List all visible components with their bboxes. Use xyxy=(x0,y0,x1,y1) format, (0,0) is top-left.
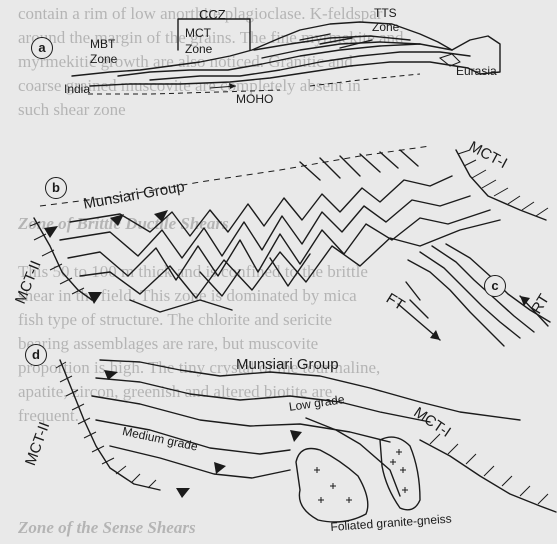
panel-d-group-label: Munsiari Group xyxy=(236,356,339,373)
c-fault-2 xyxy=(420,252,520,338)
d-mct1-hatching xyxy=(430,434,548,504)
d-band-6 xyxy=(306,418,400,496)
gneiss-body-1 xyxy=(296,449,368,523)
india-plate-top xyxy=(90,62,468,86)
india-label: India xyxy=(64,82,90,96)
d-band-2 xyxy=(96,378,430,422)
thrust-sheet-2 xyxy=(150,52,470,80)
panel-c-shear-sense xyxy=(398,244,550,346)
moho-line-2 xyxy=(310,74,420,86)
mct2-wall xyxy=(34,218,92,300)
gneiss-body-2 xyxy=(380,437,420,510)
mct2-hatching xyxy=(30,222,84,294)
mct-label: MCT xyxy=(185,26,211,40)
c-fault-3 xyxy=(432,246,534,332)
c-fault-1 xyxy=(408,260,504,346)
india-plate-arrowhead xyxy=(229,83,236,89)
tts-zone-label: Zone xyxy=(372,20,399,34)
panel-d-grade-section xyxy=(56,360,556,522)
panel-d-marker: d xyxy=(25,344,47,366)
mbt-label: MBT xyxy=(90,37,115,51)
d-band-5 xyxy=(110,446,290,478)
mct-zone-label: Zone xyxy=(185,42,212,56)
thrust-sheet-1 xyxy=(118,44,452,76)
panel-a-marker: a xyxy=(31,37,53,59)
ccz-label: CCZ xyxy=(199,7,226,22)
panel-c-marker: c xyxy=(484,275,506,297)
mbt-zone-label: Zone xyxy=(90,52,117,66)
upper-shear-lenses xyxy=(300,150,418,180)
fold-train-4 xyxy=(80,220,500,298)
panel-b-mct-zone xyxy=(30,146,548,312)
d-mct1-wall xyxy=(420,440,556,512)
eurasia-label: Eurasia xyxy=(456,64,497,78)
d-mct2-hatching xyxy=(56,362,156,488)
gneiss-cross-symbols xyxy=(314,449,408,503)
ft-arrowhead xyxy=(430,330,440,340)
panel-a-crustal-section xyxy=(72,19,500,94)
panel-b-marker: b xyxy=(45,177,67,199)
c-lenses xyxy=(406,282,428,318)
tts-label: TTS xyxy=(374,6,397,20)
fold-train-1 xyxy=(70,176,452,236)
moho-label: MOHO xyxy=(236,92,273,106)
fold-details xyxy=(130,254,310,312)
